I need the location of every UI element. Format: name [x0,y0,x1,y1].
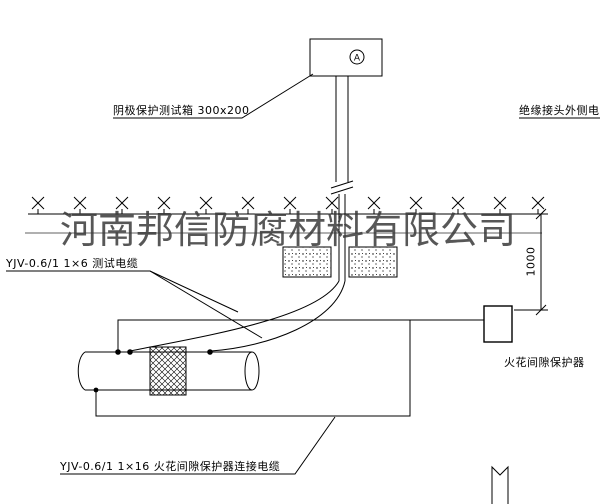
test-cables [129,280,346,352]
leader-test-cable [6,270,239,313]
leader-test-box [113,73,314,119]
riser-conduit [330,76,354,281]
label-protector-cable: YJV-0.6/1 1×16 火花间隙保护器连接电缆 [60,460,281,473]
cable-lug [127,349,133,355]
dim-tick-icon [535,208,547,220]
leader-protector-cable [60,416,336,475]
ground-line [28,196,548,215]
soil-mark-icon [31,196,45,215]
label-test-cable: YJV-0.6/1 1×6 测试电缆 [6,257,139,270]
test-box: A [309,38,383,77]
concrete-blocks [282,246,398,278]
pipe-left-cap [77,351,86,391]
leader-test-cable-2 [149,270,263,339]
label-insulating-joint-cable: 绝缘接头外侧电缆 [519,104,600,117]
cable-lug [207,349,213,355]
ground-rod-symbol [491,465,509,504]
protector-cables [95,319,484,417]
device-mark-label: A [354,54,361,64]
pipe-end-section [244,351,260,391]
dim-tick-icon [535,304,547,316]
device-mark-icon [349,49,365,65]
spark-gap-protector [483,305,513,343]
label-dimension-1000: 1000 [524,246,538,277]
company-watermark: 河南邦信防腐材料有限公司 [60,208,517,252]
pipeline [77,346,260,396]
pipe-wrap-band [149,346,187,396]
leader-lines [6,73,600,475]
dimension-1000 [514,208,548,316]
pipe-break-icon [330,180,354,189]
pipe-break-icon [330,186,354,195]
label-spark-gap-protector: 火花间隙保护器 [504,356,585,369]
label-test-box: 阴极保护测试箱 300x200 [113,104,250,117]
